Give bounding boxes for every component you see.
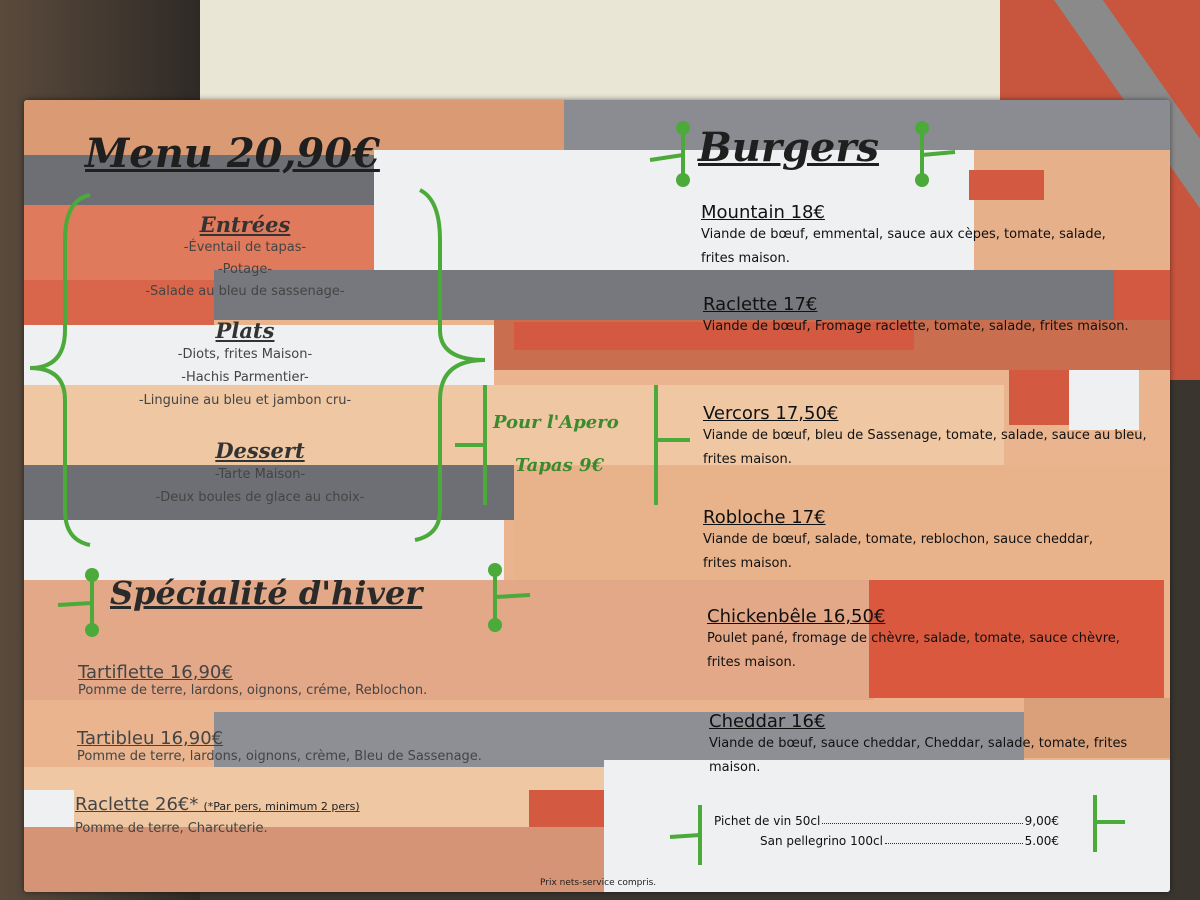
menu-item: -Salade au bleu de sassenage-: [145, 284, 345, 299]
menu-plats: Plats -Diots, frites Maison- -Hachis Par…: [110, 318, 380, 412]
burger-item: Cheddar 16€ Viande de bœuf, sauce chedda…: [709, 711, 1169, 780]
burger-name: Robloche 17€: [703, 507, 826, 528]
hiver-name: Raclette 26€*: [75, 794, 199, 815]
plank: [24, 767, 604, 827]
burger-item: Chickenbêle 16,50€ Poulet pané, fromage …: [707, 606, 1137, 675]
menu-item: -Éventail de tapas-: [183, 240, 307, 255]
apero-line1: Pour l'Apero: [493, 412, 619, 433]
menu-entrees: Entrées -Éventail de tapas- -Potage- -Sa…: [110, 212, 380, 303]
hiver-heading: Spécialité d'hiver: [110, 574, 423, 612]
plank: [1114, 270, 1170, 320]
hiver-desc: Pomme de terre, Charcuterie.: [75, 821, 268, 836]
right-brace-icon: [414, 188, 486, 542]
burgers-heading: Burgers: [698, 124, 879, 171]
apero-right-arrow-icon: [654, 385, 690, 505]
drink-name: Pichet de vin 50cl: [714, 814, 821, 828]
drink-name: San pellegrino 100cl: [760, 834, 883, 848]
menu-item: -Linguine au bleu et jambon cru-: [138, 393, 352, 408]
hiver-desc: Pomme de terre, lardons, oignons, crème,…: [77, 749, 482, 764]
plank: [1024, 698, 1170, 758]
hiver-item: Raclette 26€* (*Par pers, minimum 2 pers…: [75, 794, 360, 836]
drink-price: 5.00€: [1024, 834, 1059, 848]
burger-item: Robloche 17€ Viande de bœuf, salade, tom…: [703, 507, 1103, 576]
burger-desc: Viande de bœuf, emmental, sauce aux cèpe…: [701, 227, 1106, 266]
drink-row: San pellegrino 100cl 5.00€: [760, 834, 1059, 848]
plank: [24, 205, 374, 280]
burger-name: Cheddar 16€: [709, 711, 826, 732]
burgers-left-bracket-icon: [649, 128, 685, 180]
menu-sheet: [24, 100, 1170, 892]
burgers-right-bracket-icon: [920, 128, 956, 180]
burger-desc: Viande de bœuf, sauce cheddar, Cheddar, …: [709, 736, 1128, 775]
hiver-item: Tartibleu 16,90€ Pomme de terre, lardons…: [77, 728, 482, 764]
burger-name: Mountain 18€: [701, 202, 825, 223]
burger-desc: Viande de bœuf, bleu de Sassenage, tomat…: [703, 428, 1147, 467]
plank: [869, 580, 1164, 698]
apero-line2: Tapas 9€: [515, 455, 605, 476]
hiver-right-bracket-icon: [493, 570, 531, 625]
plats-heading: Plats: [215, 318, 275, 343]
drinks-right-arrow-icon: [1093, 795, 1125, 852]
plank: [24, 790, 74, 830]
plank: [24, 100, 564, 155]
hiver-name: Tartibleu 16,90€: [77, 728, 224, 749]
plank: [24, 465, 514, 520]
entrees-heading: Entrées: [199, 212, 291, 237]
hiver-left-bracket-icon: [57, 575, 94, 630]
plank: [969, 170, 1044, 200]
burger-desc: Viande de bœuf, salade, tomate, reblocho…: [703, 532, 1093, 571]
footer-note: Prix nets-service compris.: [540, 878, 657, 888]
plank: [214, 712, 1024, 767]
napkin: [200, 0, 1020, 100]
menu-item: -Deux boules de glace au choix-: [155, 490, 365, 505]
drinks-left-arrow-icon: [669, 805, 702, 865]
hiver-note: (*Par pers, minimum 2 pers): [203, 800, 360, 813]
plank: [214, 270, 1114, 320]
hiver-desc: Pomme de terre, lardons, oignons, créme,…: [78, 683, 428, 698]
plank: [1009, 370, 1069, 425]
burger-name: Raclette 17€: [703, 294, 818, 315]
plank: [24, 827, 604, 892]
plank: [374, 150, 974, 270]
plank: [529, 790, 604, 830]
burger-item: Vercors 17,50€ Viande de bœuf, bleu de S…: [703, 403, 1153, 472]
burger-desc: Viande de bœuf, Fromage raclette, tomate…: [703, 319, 1129, 334]
dessert-heading: Dessert: [215, 438, 305, 463]
menu-dessert: Dessert -Tarte Maison- -Deux boules de g…: [110, 438, 410, 509]
drink-price: 9,00€: [1024, 814, 1059, 828]
drink-row: Pichet de vin 50cl 9,00€: [714, 814, 1059, 828]
plank: [24, 325, 494, 385]
plank: [24, 385, 1004, 465]
burger-desc: Poulet pané, fromage de chèvre, salade, …: [707, 631, 1120, 670]
menu-item: -Diots, frites Maison-: [177, 347, 313, 362]
menu-title: Menu 20,90€: [85, 130, 380, 177]
plank: [514, 322, 914, 350]
menu-item: -Hachis Parmentier-: [181, 370, 309, 385]
hiver-item: Tartiflette 16,90€ Pomme de terre, lardo…: [78, 662, 427, 698]
plank: [1069, 370, 1139, 430]
burger-item: Raclette 17€ Viande de bœuf, Fromage rac…: [703, 294, 1153, 339]
menu-item: -Tarte Maison-: [214, 467, 306, 482]
menu-item: -Potage-: [217, 262, 273, 277]
plank: [24, 520, 504, 580]
plank: [24, 580, 874, 700]
apero-left-arrow-icon: [455, 385, 487, 505]
plank: [564, 100, 1170, 150]
hiver-name: Tartiflette 16,90€: [78, 662, 233, 683]
burger-name: Chickenbêle 16,50€: [707, 606, 886, 627]
plank: [514, 465, 1170, 580]
burger-item: Mountain 18€ Viande de bœuf, emmental, s…: [701, 202, 1131, 271]
left-brace-icon: [29, 193, 91, 547]
burger-name: Vercors 17,50€: [703, 403, 839, 424]
